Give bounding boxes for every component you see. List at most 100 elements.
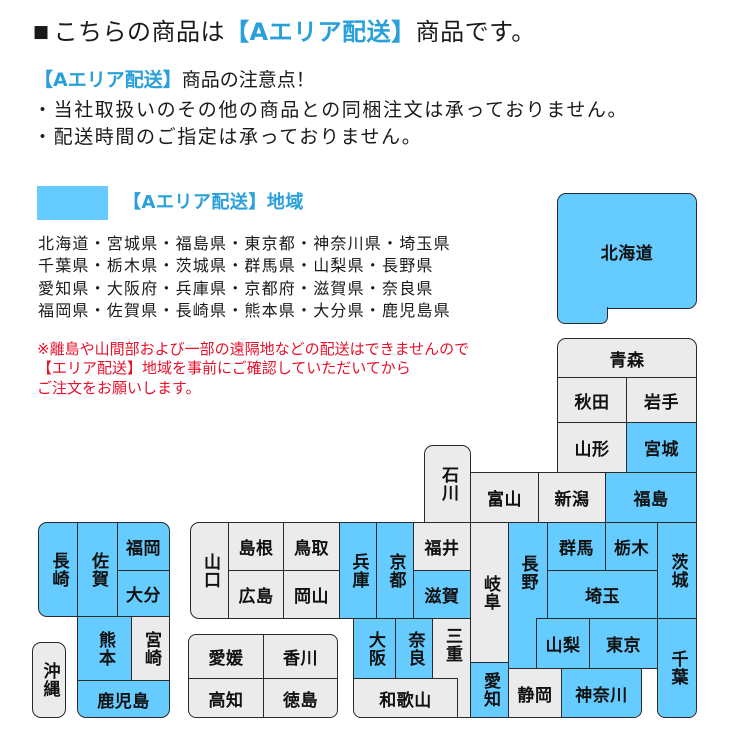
pref-gifu[interactable]: 岐阜 (470, 522, 509, 663)
pref-osaka[interactable]: 大阪 (353, 618, 396, 679)
pref-chiba[interactable]: 千葉 (657, 618, 697, 718)
pref-akita[interactable]: 秋田 (557, 377, 627, 423)
area-list-line: 愛知県・大阪府・兵庫県・京都府・滋賀県・奈良県 (38, 278, 434, 298)
pref-label: 福島 (633, 490, 669, 510)
pref-okayama[interactable]: 岡山 (283, 570, 340, 619)
pref-label: 東京 (606, 636, 641, 656)
pref-tochigi[interactable]: 栃木 (605, 522, 658, 571)
pref-label: 香川 (283, 649, 318, 669)
square-bullet-icon: ■ (33, 22, 50, 42)
pref-label: 群馬 (559, 539, 594, 559)
pref-label: 兵庫 (348, 552, 369, 589)
pref-label: 山形 (574, 440, 610, 460)
pref-label: 福井 (424, 539, 460, 559)
pref-shiga[interactable]: 滋賀 (413, 570, 471, 619)
warning-line: ご注文をお願いします。 (37, 378, 201, 397)
warning-line: 【エリア配送】地域を事前にご確認していただいてから (37, 359, 411, 378)
pref-label: 石川 (438, 466, 458, 502)
pref-kagawa[interactable]: 香川 (263, 634, 338, 679)
legend-swatch (37, 186, 108, 220)
pref-label: 沖縄 (39, 662, 60, 698)
pref-label: 宮崎 (141, 630, 161, 667)
pref-label: 大分 (126, 586, 161, 606)
pref-kumamoto[interactable]: 熊本 (77, 616, 132, 681)
pref-kagoshima[interactable]: 鹿児島 (77, 680, 170, 718)
pref-label: 新潟 (554, 490, 590, 510)
pref-iwate[interactable]: 岩手 (626, 377, 697, 423)
pref-label: 長野 (517, 555, 538, 591)
page-title: ■こちらの商品は【Aエリア配送】商品です。 (33, 17, 536, 50)
notice-title-rest: 商品の注意点！ (181, 69, 315, 91)
area-list-line: 千葉県・栃木県・茨城県・群馬県・山梨県・長野県 (38, 256, 434, 276)
pref-label: 徳島 (283, 690, 318, 711)
pref-label: 宮城 (644, 440, 679, 460)
pref-hiroshima[interactable]: 広島 (228, 570, 284, 619)
pref-saitama[interactable]: 埼玉 (547, 570, 658, 619)
pref-label: 福岡 (126, 539, 161, 559)
pref-miyagi[interactable]: 宮城 (626, 422, 697, 473)
pref-label: 茨城 (667, 552, 688, 589)
pref-label: 山口 (200, 552, 220, 589)
pref-tokyo[interactable]: 東京 (589, 618, 658, 669)
pref-ibaraki[interactable]: 茨城 (657, 522, 697, 619)
pref-oita[interactable]: 大分 (117, 570, 170, 617)
pref-niigata[interactable]: 新潟 (538, 472, 606, 523)
title-suffix: 商品です。 (415, 18, 536, 46)
pref-fukui[interactable]: 福井 (413, 522, 471, 571)
pref-hokkaido[interactable]: 北海道 (557, 193, 697, 309)
notice-item: ・配送時間のご指定は承っておりません。 (33, 126, 423, 148)
notice-title-highlight: 【Aエリア配送】 (34, 69, 182, 91)
warning-line: ※離島や山間部および一部の遠隔地などの配送はできませんので (37, 340, 470, 358)
pref-label: 奈良 (404, 630, 425, 667)
pref-label: 島根 (238, 539, 274, 559)
pref-label: 長崎 (48, 551, 69, 588)
pref-tottori[interactable]: 鳥取 (283, 522, 340, 571)
pref-ehime[interactable]: 愛媛 (188, 634, 264, 679)
pref-miyazaki[interactable]: 宮崎 (131, 616, 170, 681)
pref-label: 千葉 (667, 650, 688, 686)
pref-nagano[interactable]: 長野 (508, 522, 548, 669)
pref-fukuoka[interactable]: 福岡 (117, 522, 170, 571)
pref-hokkaido-tab (557, 307, 608, 324)
pref-nagasaki[interactable]: 長崎 (38, 522, 78, 617)
pref-label: 栃木 (614, 539, 649, 559)
title-highlight: 【Aエリア配送】 (225, 18, 416, 46)
pref-label: 岡山 (294, 587, 329, 607)
pref-label: 北海道 (600, 243, 654, 264)
pref-gunma[interactable]: 群馬 (547, 522, 606, 571)
pref-label: 山梨 (545, 636, 581, 656)
pref-label: 愛知 (480, 672, 500, 708)
pref-kochi[interactable]: 高知 (188, 678, 264, 718)
pref-kanagawa[interactable]: 神奈川 (561, 668, 642, 718)
pref-label: 京都 (385, 552, 406, 589)
pref-shimane[interactable]: 島根 (228, 522, 284, 571)
pref-yamaguchi[interactable]: 山口 (190, 522, 229, 619)
pref-label: 鹿児島 (97, 691, 150, 712)
pref-yamanashi[interactable]: 山梨 (536, 618, 590, 669)
pref-label: 佐賀 (88, 551, 108, 588)
pref-yamagata[interactable]: 山形 (557, 422, 627, 473)
pref-kyoto[interactable]: 京都 (376, 522, 414, 619)
pref-fukushima[interactable]: 福島 (605, 472, 697, 523)
pref-label: 鳥取 (294, 539, 329, 559)
pref-okinawa[interactable]: 沖縄 (32, 642, 66, 718)
pref-label: 富山 (487, 490, 522, 510)
notice-title: 【Aエリア配送】商品の注意点！ (34, 67, 315, 93)
pref-toyama[interactable]: 富山 (470, 472, 539, 523)
pref-label: 大阪 (365, 630, 385, 667)
pref-label: 和歌山 (379, 690, 432, 711)
pref-ishikawa[interactable]: 石川 (424, 445, 471, 523)
pref-saga[interactable]: 佐賀 (77, 522, 118, 617)
area-list-line: 北海道・宮城県・福島県・東京都・神奈川県・埼玉県 (38, 234, 451, 253)
legend-label: 【Aエリア配送】地域 (123, 192, 304, 213)
pref-label: 岐阜 (480, 574, 500, 611)
pref-aomori[interactable]: 青森 (557, 338, 697, 378)
pref-label: 静岡 (517, 685, 553, 706)
pref-shizuoka[interactable]: 静岡 (508, 668, 562, 718)
pref-hyogo[interactable]: 兵庫 (339, 522, 377, 619)
pref-nara[interactable]: 奈良 (395, 618, 433, 679)
pref-aichi[interactable]: 愛知 (470, 662, 509, 718)
pref-wakayama[interactable]: 和歌山 (353, 678, 458, 718)
pref-label: 埼玉 (585, 587, 620, 607)
pref-tokushima[interactable]: 徳島 (263, 678, 338, 718)
